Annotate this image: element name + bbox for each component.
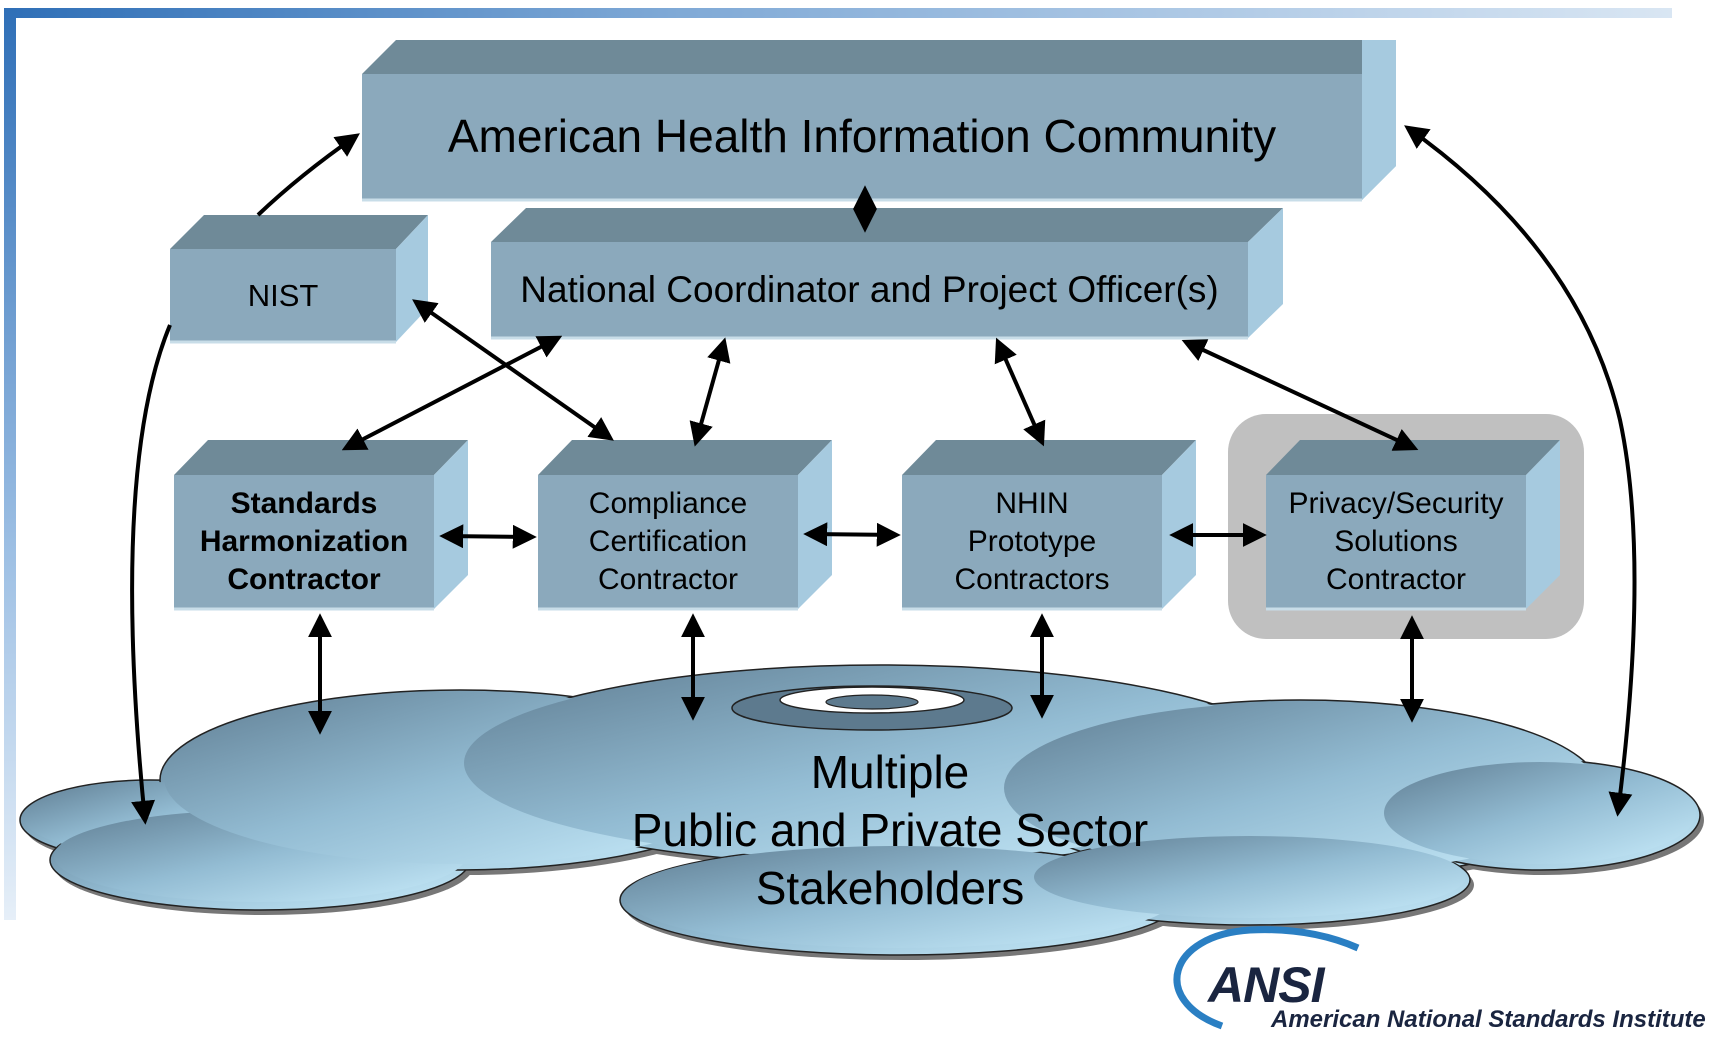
slide-top-rule [4,8,1672,18]
ahic-label: American Health Information Community [447,110,1277,163]
arrow-coordinator-standards [341,335,563,451]
box-coordinator [491,208,1283,340]
nist-label: NIST [247,277,319,313]
ansi-logo-fullname: American National Standards Institute [1271,1006,1706,1033]
box-ahic [362,40,1396,202]
compliance-certification-label: Compliance Certification Contractor [588,487,748,596]
stakeholders-label: Multiple Public and Private Sector Stake… [631,746,1149,914]
arrow-coordinator-compliance [689,337,731,447]
ansi-logo-acronym: ANSI [1208,957,1324,1013]
privacy-security-label: Privacy/Security Solutions Contractor [1288,487,1504,596]
box-compliance [538,440,832,611]
ansi-swoosh [1173,926,1360,1030]
arrow-ahic-cloud [1404,125,1637,817]
arrow-nist-compliance [412,299,614,441]
arrow-coordinator-privacy [1181,339,1419,451]
arrow-coordinator-nhin [994,337,1046,447]
box-nhin [902,440,1196,611]
arrow-compliance-nhin [803,522,901,547]
arrow-standards-compliance [439,524,537,549]
coordinator-label: National Coordinator and Project Officer… [520,268,1219,310]
slide-left-rule [4,8,16,920]
arrow-nist-ahic [256,133,360,217]
arrow-nist-cloud [130,324,172,825]
box-nist [170,215,428,344]
nhin-prototype-label: NHIN Prototype Contractors [954,487,1110,596]
standards-harmonization-label: Standards Harmonization Contractor [199,487,409,596]
